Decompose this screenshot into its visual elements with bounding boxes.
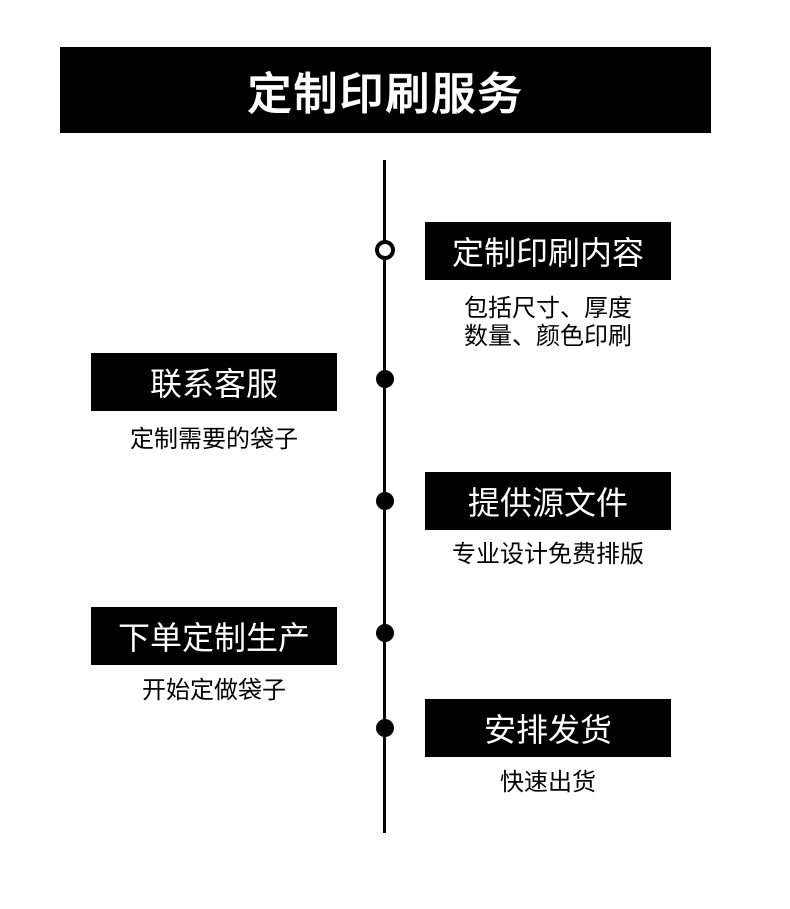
step-desc-contact-service: 定制需要的袋子: [91, 425, 337, 453]
timeline-node: [376, 624, 394, 642]
step-desc-order-production: 开始定做袋子: [91, 676, 337, 704]
step-label-source-file: 提供源文件: [425, 472, 671, 530]
step-label-contact-service: 联系客服: [91, 353, 337, 411]
step-desc-line: 定制需要的袋子: [130, 425, 298, 453]
page-title: 定制印刷服务: [60, 47, 711, 133]
step-desc-line: 专业设计免费排版: [452, 540, 644, 568]
step-label-order-production: 下单定制生产: [91, 607, 337, 665]
timeline-node-hollow: [375, 240, 395, 260]
timeline-node: [376, 492, 394, 510]
step-desc-shipping: 快速出货: [425, 768, 671, 796]
timeline-node: [376, 719, 394, 737]
step-desc-line: 开始定做袋子: [142, 676, 286, 704]
step-desc-line: 快速出货: [500, 768, 596, 796]
timeline-node: [376, 370, 394, 388]
step-desc-line: 数量、颜色印刷: [464, 322, 632, 350]
step-desc-source-file: 专业设计免费排版: [425, 540, 671, 568]
step-desc-custom-content: 包括尺寸、厚度 数量、颜色印刷: [425, 294, 671, 350]
step-label-shipping: 安排发货: [425, 699, 671, 757]
step-label-custom-content: 定制印刷内容: [425, 222, 671, 280]
step-desc-line: 包括尺寸、厚度: [464, 294, 632, 322]
